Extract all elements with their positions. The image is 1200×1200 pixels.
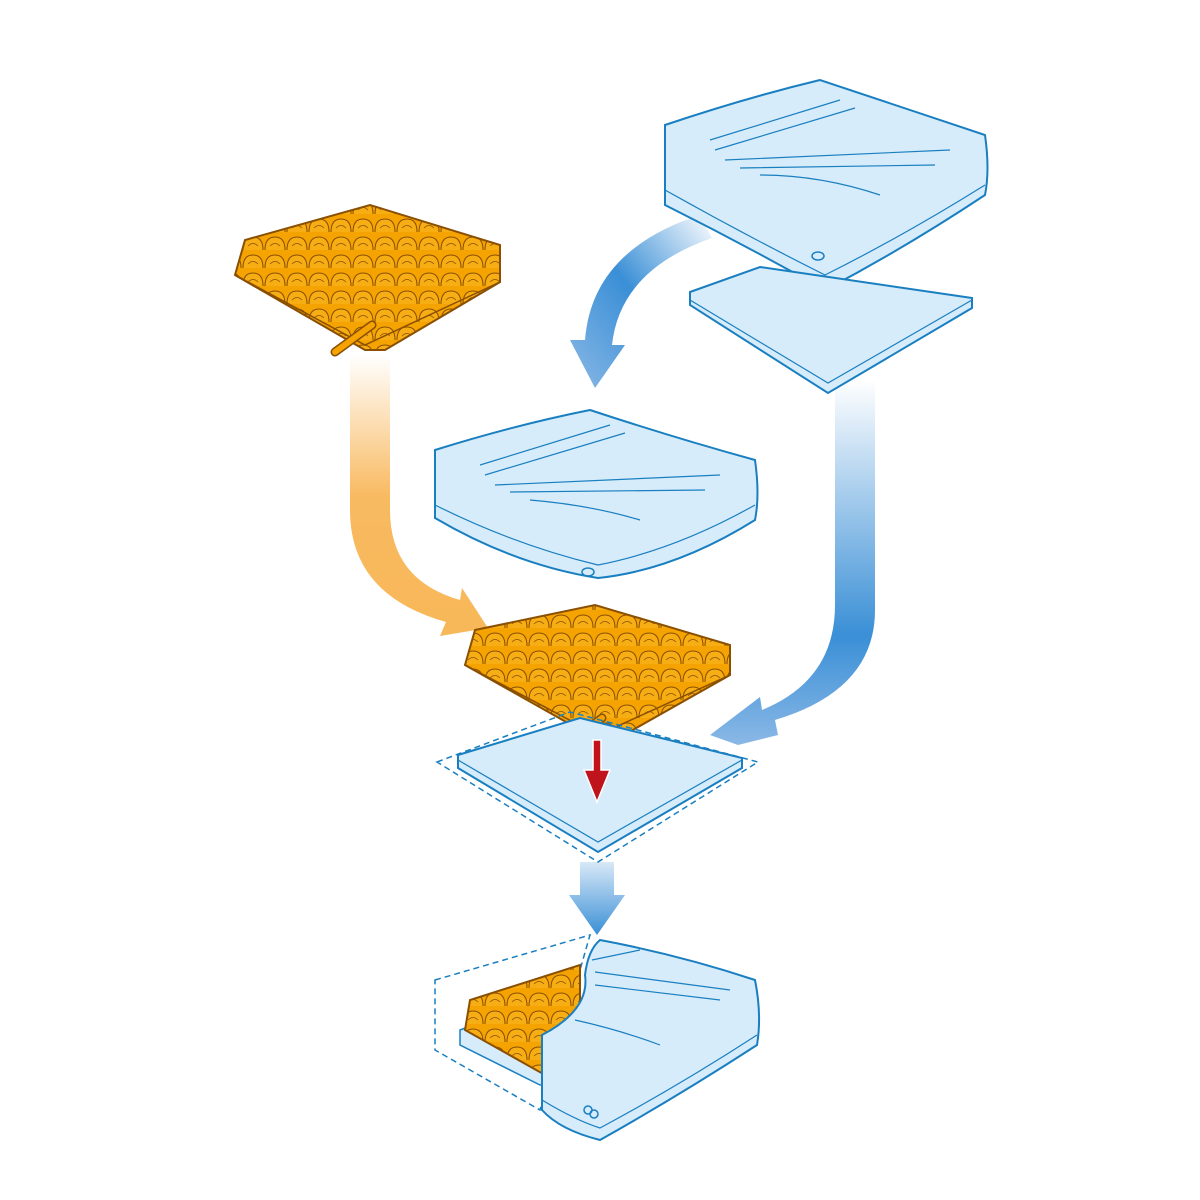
assembled-cushion: [434, 933, 761, 1142]
red-down-arrow-lower: [582, 739, 612, 804]
foam-cushion-middle: [434, 408, 759, 580]
base-plate-top: [689, 265, 973, 395]
blue-down-arrow: [569, 862, 625, 935]
blue-curved-arrow-top: [570, 215, 712, 388]
orange-curved-arrow: [350, 355, 488, 636]
foam-cushion-top: [664, 78, 989, 292]
gel-pad-top: [233, 203, 501, 357]
blue-curved-arrow-right: [710, 380, 875, 745]
